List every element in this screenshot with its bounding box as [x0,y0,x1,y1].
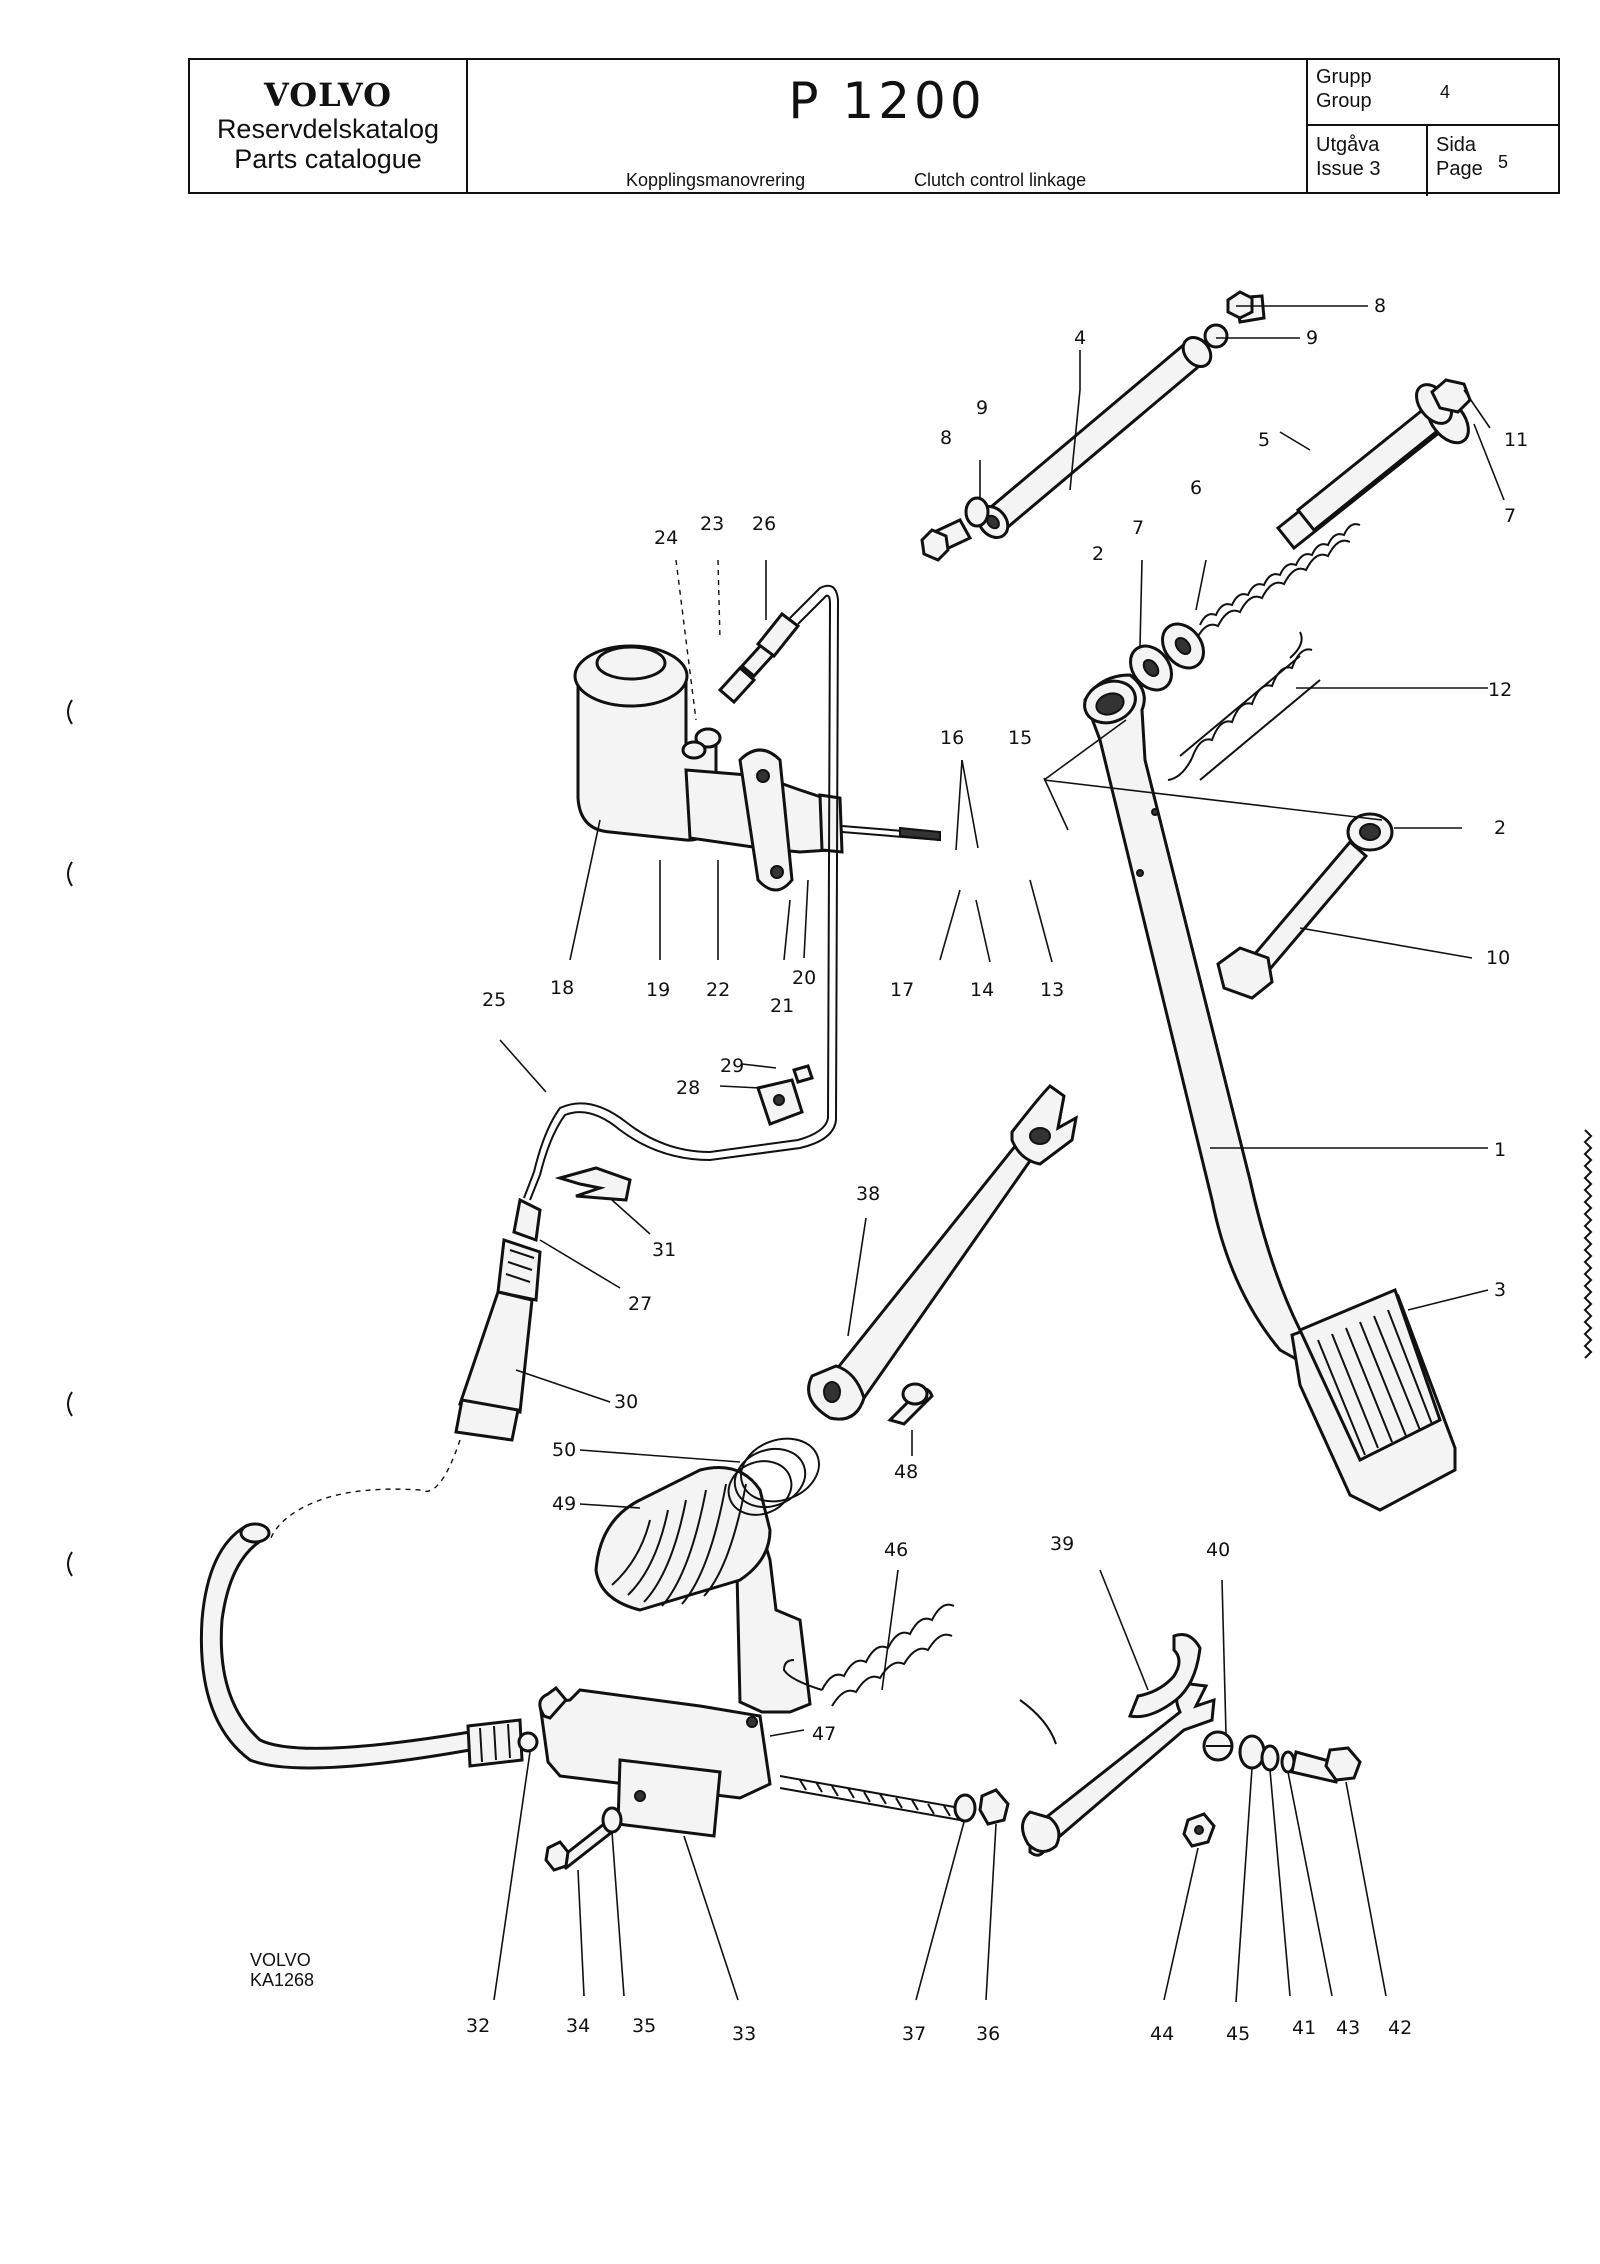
adjuster-nuts [953,1788,1010,1826]
callout-27: 27 [628,1293,652,1315]
wrench-screw [887,1382,934,1426]
callout-13: 13 [1040,979,1064,1001]
callout-23: 23 [700,513,724,535]
group-label-swedish: Grupp [1316,66,1372,88]
callout-19: 19 [646,979,670,1001]
callout-50: 50 [552,1439,576,1461]
callout-18: 18 [550,977,574,999]
drawing-reference: VOLVO KA1268 [250,1950,314,1990]
adjusting-wrench [807,1084,1079,1421]
dust-boot [594,1437,820,1612]
callout-12: 12 [1488,679,1512,701]
pedal-bolt [1216,812,1394,1000]
release-fork [1021,1633,1234,1857]
callout-30: 30 [614,1391,638,1413]
catalog-title-swedish: Reservdelskatalog [216,114,440,144]
callout-33: 33 [732,2023,756,2045]
callout-3: 3 [1494,1279,1506,1301]
subtitle-swedish: Kopplingsmanovrering [626,170,806,190]
callout-10: 10 [1486,947,1510,969]
volvo-logo: VOLVO [264,76,392,114]
brand-cell: VOLVO Reservdelskatalog Parts catalogue [190,60,468,192]
fittings [681,611,801,760]
slave-bolt [544,1806,623,1872]
pressure-pipe [523,584,840,1201]
callout-48: 48 [894,1461,918,1483]
callout-42: 42 [1388,2017,1412,2039]
callout-6: 6 [1190,477,1202,499]
catalog-title-english: Parts catalogue [234,144,422,174]
hose-clip [554,1166,632,1202]
model-cell: P 1200 Kopplingsmanovrering Clutch contr… [468,60,1308,192]
callout-31: 31 [652,1239,676,1261]
pedal-shaft-assembly [920,290,1266,562]
drawing-reference-brand: VOLVO [250,1950,311,1970]
issue-label-english: Issue 3 [1316,158,1381,180]
page-label-english: Page [1436,158,1483,180]
callout-39: 39 [1050,1533,1074,1555]
callout-2-lower: 2 [1494,817,1506,839]
callout-1: 1 [1494,1139,1506,1161]
binding-marks [67,699,1593,1577]
callout-35: 35 [632,2015,656,2037]
master-cylinder [573,644,941,892]
callout-26: 26 [752,513,776,535]
subtitle-english: Clutch control linkage [914,170,1087,190]
pipe-clip [756,1064,814,1126]
page-number: 5 [1498,152,1509,172]
callout-7-right: 7 [1504,505,1516,527]
callout-9-left: 9 [976,397,988,419]
callout-43: 43 [1336,2017,1360,2039]
callout-25: 25 [482,989,506,1011]
pivot-bolt-assembly [1129,378,1472,692]
clutch-hose [199,1197,542,1770]
title-block: VOLVO Reservdelskatalog Parts catalogue … [188,58,1560,196]
callout-2-upper: 2 [1092,543,1104,565]
callout-5: 5 [1258,429,1270,451]
callout-8-left: 8 [940,427,952,449]
drawing-reference-code: KA1268 [250,1970,315,1990]
page-label-swedish: Sida [1436,134,1477,156]
model-title: P 1200 [788,72,986,130]
meta-cell: Grupp Group 4 Utgåva Issue 3 Sida Page 5 [1308,60,1558,196]
callout-24: 24 [654,527,678,549]
callout-49: 49 [552,1493,576,1515]
callout-38: 38 [856,1183,880,1205]
callout-20: 20 [792,967,816,989]
callout-16: 16 [940,727,964,749]
callout-28: 28 [676,1077,700,1099]
callout-47: 47 [812,1723,836,1745]
issue-label-swedish: Utgåva [1316,134,1380,156]
callout-9-right: 9 [1306,327,1318,349]
callout-4: 4 [1074,327,1086,349]
clutch-pedal [1083,673,1457,1512]
callout-37: 37 [902,2023,926,2045]
return-spring [1167,631,1321,781]
callout-44: 44 [1150,2023,1174,2045]
callout-7-left: 7 [1132,517,1144,539]
callout-14: 14 [970,979,994,1001]
callout-46: 46 [884,1539,908,1561]
slave-cylinder [538,1524,961,1838]
callout-41: 41 [1292,2017,1316,2039]
group-label-english: Group [1316,90,1372,112]
callout-17: 17 [890,979,914,1001]
callout-labels: 1 2 2 3 4 5 6 7 7 8 8 9 9 10 11 12 13 14… [466,295,1528,2045]
callout-15: 15 [1008,727,1032,749]
callout-34: 34 [566,2015,590,2037]
callout-21: 21 [770,995,794,1017]
group-number: 4 [1440,82,1451,102]
callout-36: 36 [976,2023,1000,2045]
callout-22: 22 [706,979,730,1001]
callout-29: 29 [720,1055,744,1077]
callout-11: 11 [1504,429,1528,451]
callout-leaders [493,305,1505,2003]
callout-8-right: 8 [1374,295,1386,317]
callout-40: 40 [1206,1539,1230,1561]
callout-45: 45 [1226,2023,1250,2045]
callout-32: 32 [466,2015,490,2037]
